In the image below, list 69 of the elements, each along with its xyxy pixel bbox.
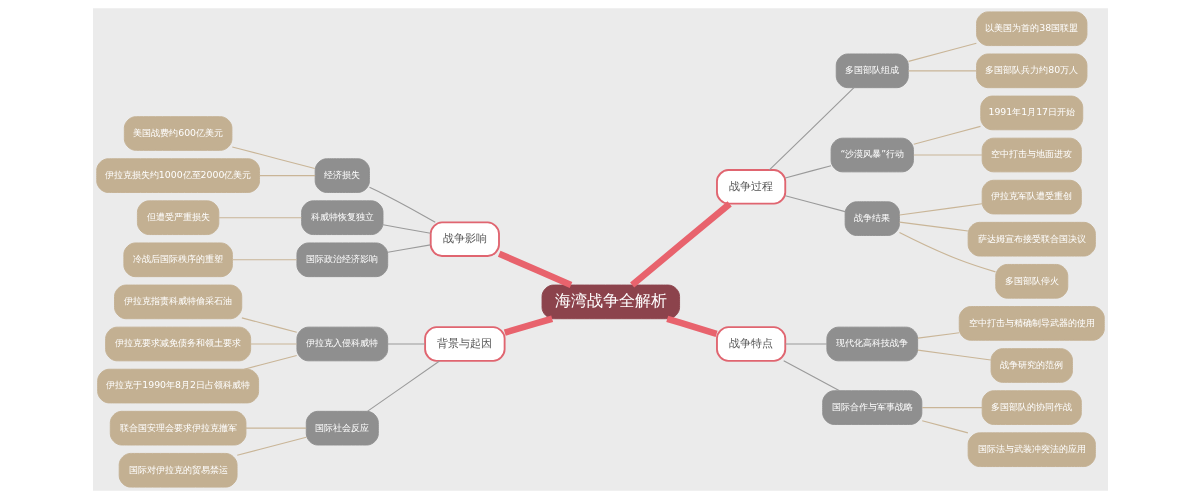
connector <box>386 343 426 345</box>
node-box: 联合国安理会要求伊拉克撤军 <box>109 410 246 446</box>
node-box: 国际法与武装冲突法的应用 <box>967 432 1096 467</box>
connector <box>784 343 827 345</box>
connector <box>916 332 960 339</box>
connector <box>784 195 846 213</box>
connector <box>258 175 316 177</box>
connector <box>366 360 440 412</box>
connector <box>218 217 302 219</box>
connector <box>912 154 982 156</box>
node-box: 战争过程 <box>715 169 786 205</box>
node-box: 背景与起因 <box>423 326 506 362</box>
node-box: 战争特点 <box>715 326 786 362</box>
node-box: 多国部队组成 <box>835 53 909 89</box>
node-box: 多国部队的协同作战 <box>981 390 1082 425</box>
node-box: 伊拉克于1990年8月2日占领科威特 <box>96 368 259 404</box>
connector <box>907 42 977 62</box>
connector <box>368 186 436 223</box>
connector <box>921 420 968 434</box>
connector <box>665 315 718 337</box>
connector <box>898 231 996 273</box>
connector <box>386 244 431 253</box>
node-box: 萨达姆宣布接受联合国决议 <box>967 221 1096 257</box>
node-box: 空中打击与地面进攻 <box>981 137 1082 173</box>
node-box: 战争研究的范例 <box>990 348 1073 383</box>
node-box: 国际对伊拉克的贸易禁运 <box>118 452 238 488</box>
connector <box>249 343 297 345</box>
connector <box>629 201 732 288</box>
node-box: 伊拉克要求减免债务和领土要求 <box>104 326 251 362</box>
connector <box>921 407 983 409</box>
connector <box>497 250 572 288</box>
connector <box>782 360 840 392</box>
node-box: 伊拉克军队遭受重创 <box>981 179 1082 215</box>
node-box: “沙漠风暴”行动 <box>830 137 914 173</box>
node-box: 伊拉克入侵科威特 <box>295 326 388 362</box>
connector <box>243 355 297 370</box>
node-box: 空中打击与精确制导武器的使用 <box>958 306 1105 341</box>
node-box: 战争结果 <box>844 201 900 236</box>
connector <box>231 146 315 170</box>
connector <box>768 87 854 171</box>
node-box: 多国部队兵力约80万人 <box>975 53 1087 89</box>
connector <box>236 436 307 456</box>
node-box: 以美国为首的38国联盟 <box>975 11 1087 47</box>
node-box: 战争影响 <box>429 221 500 257</box>
connector <box>898 203 983 216</box>
connector <box>912 125 981 145</box>
connector <box>244 427 307 429</box>
connector <box>784 165 832 179</box>
node-box: 经济损失 <box>314 158 370 193</box>
connector <box>382 224 431 234</box>
node-box: 国际政治经济影响 <box>295 242 388 278</box>
node-box: 科威特恢复独立 <box>300 200 383 235</box>
node-box: 现代化高科技战争 <box>825 326 918 362</box>
node-box: 海湾战争全解析 <box>541 284 680 320</box>
connector <box>503 315 553 336</box>
connector <box>916 349 991 361</box>
node-box: 美国战费约600亿美元 <box>123 116 232 151</box>
connector <box>231 259 297 261</box>
node-box: 但遭受严重损失 <box>136 200 219 235</box>
connector <box>907 70 977 72</box>
connector <box>898 221 968 232</box>
node-box: 国际社会反应 <box>305 410 379 446</box>
node-box: 多国部队停火 <box>994 264 1068 299</box>
node-box: 冷战后国际秩序的重塑 <box>122 242 233 278</box>
connector <box>240 317 297 333</box>
node-box: 国际合作与军事战略 <box>821 390 922 425</box>
node-box: 伊拉克指责科威特偷采石油 <box>113 284 242 320</box>
node-box: 1991年1月17日开始 <box>979 95 1083 131</box>
node-box: 伊拉克损失约1000亿至2000亿美元 <box>95 158 260 193</box>
